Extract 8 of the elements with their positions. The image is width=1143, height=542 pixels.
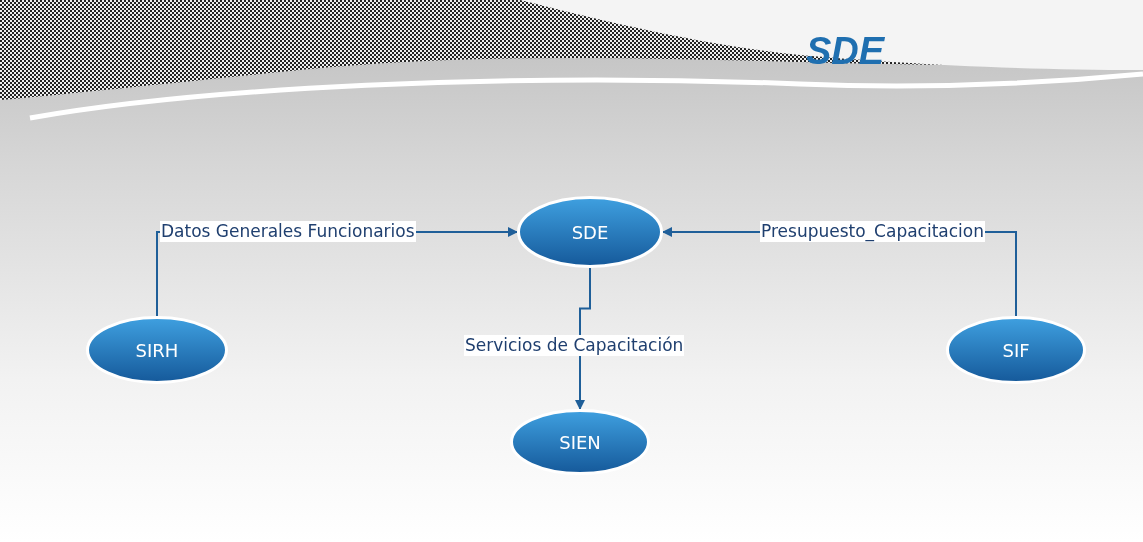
- edge-label: Presupuesto_Capacitacion: [760, 221, 985, 242]
- edge-label: Datos Generales Funcionarios: [160, 221, 416, 242]
- edge-label: Servicios de Capacitación: [464, 334, 685, 356]
- node-label: SIEN: [558, 431, 602, 453]
- arrow: [575, 267, 591, 410]
- node-label: SIF: [1001, 339, 1031, 361]
- node-label: SIRH: [134, 339, 180, 361]
- node-label: SDE: [570, 221, 610, 243]
